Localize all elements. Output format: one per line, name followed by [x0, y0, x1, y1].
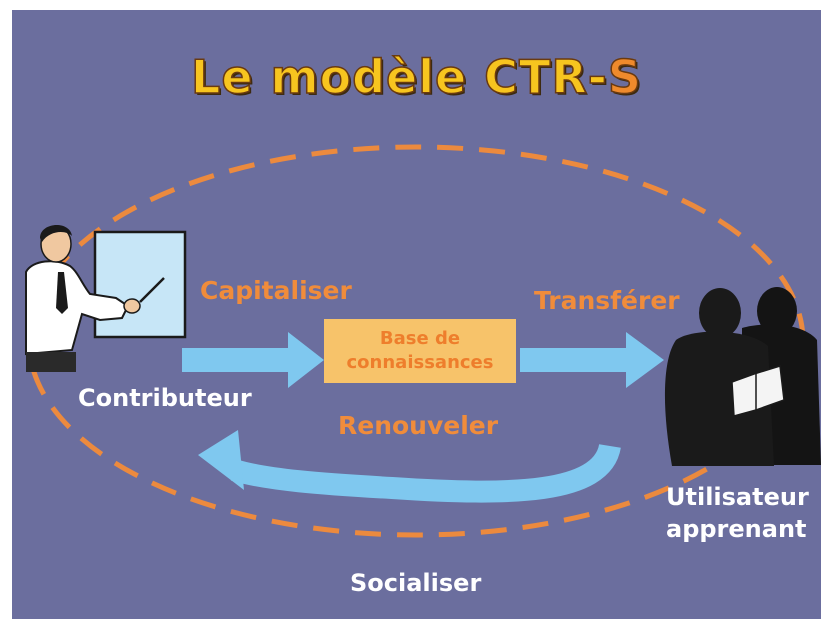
capitaliser-label: Capitaliser [200, 276, 352, 305]
knowledge-base-line1: Base de [379, 328, 461, 349]
title-main-text: Le modèle CTR- [190, 49, 608, 105]
capitaliser-arrow [182, 332, 324, 388]
presenter-figure-icon [25, 224, 187, 372]
utilisateur-label-line2: apprenant [666, 515, 807, 543]
transferer-arrow [520, 332, 664, 388]
user-silhouettes-icon [664, 287, 821, 466]
renouveler-label: Renouveler [338, 411, 499, 440]
diagram-title: Le modèle CTR-S [12, 49, 821, 105]
knowledge-base-box: Base de connaissances [324, 319, 516, 383]
socialiser-label: Socialiser [350, 569, 482, 597]
diagram-graphics [25, 144, 821, 538]
contributeur-label: Contributeur [78, 384, 252, 412]
ctr-s-diagram: Le modèle CTR-S Capitaliser Transférer R… [12, 10, 821, 619]
title-accent-text: S [607, 49, 642, 105]
knowledge-base-line2: connaissances [346, 352, 494, 373]
transferer-label: Transférer [534, 286, 680, 315]
utilisateur-label-line1: Utilisateur [666, 483, 809, 511]
renouveler-arrow [198, 430, 621, 503]
